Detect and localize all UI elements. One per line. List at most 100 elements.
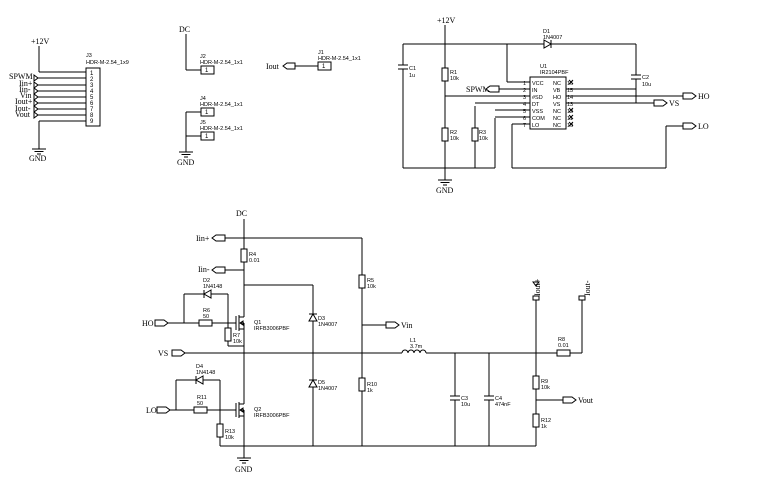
u1-pin-5-num: 5 <box>523 109 526 115</box>
r4-value: 0.01 <box>249 258 260 264</box>
j3-net-iout-p: Iout+ <box>15 97 33 106</box>
d1-value: 1N4007 <box>543 35 562 41</box>
gnd-symbol-power <box>237 457 251 464</box>
resistor-r2: R2 10k <box>441 127 459 142</box>
j1-value: HDR-M-2.54_1x1 <box>318 56 361 62</box>
j5-ref: J5 <box>200 120 206 126</box>
d3-ref: D3 <box>318 316 325 322</box>
j3-pin-6: 6 <box>90 101 94 107</box>
c4-ref: C4 <box>495 396 502 402</box>
d5-ref: D5 <box>318 380 325 386</box>
u1-pin-14-name: HO <box>553 95 562 101</box>
d1-ref: D1 <box>543 29 550 35</box>
j2-value: HDR-M-2.54_1x1 <box>200 60 243 66</box>
u1-pins: 1 VCC 2 IN 3 #SD 4 DT 5 VSS 6 COM 7 LO N… <box>523 81 573 129</box>
driver-net-ho: HO <box>698 92 710 101</box>
r4-ref: R4 <box>249 252 256 258</box>
j3-pin-8: 8 <box>90 113 94 119</box>
j2-ref: J2 <box>200 54 206 60</box>
j3-pin-9: 9 <box>90 119 94 125</box>
u1-part: IR2104PBF <box>540 70 569 76</box>
u1-pin-15-num: 15 <box>567 88 573 94</box>
d4-ref: D4 <box>196 364 203 370</box>
u1-pin-14-num: 14 <box>567 95 573 101</box>
resistor-r3: R3 10k <box>471 127 488 142</box>
resistor-r1: R1 10k <box>441 67 459 82</box>
r7-value: 10k <box>233 339 242 345</box>
u1-pin-16-name: NC <box>553 81 561 87</box>
d3-value: 1N4007 <box>318 322 337 328</box>
resistor-r5: R5 10k <box>358 274 376 290</box>
net-label-p12-j3: +12V <box>31 37 50 46</box>
capacitor-c1: C1 1u <box>398 64 416 79</box>
u1-pin-6-name: COM <box>532 116 545 122</box>
power-net-vin: Vin <box>401 321 413 330</box>
connector-j4-j5: J4 HDR-M-2.54_1x1 1 J5 HDR-M-2.54_1x1 1 … <box>177 96 243 167</box>
u1-pin-10-name: NC <box>553 123 561 129</box>
u1-pin-10-num: 10 <box>567 123 573 129</box>
resistor-r4: R4 0.01 <box>240 248 260 264</box>
u1-pin-6-num: 6 <box>523 116 526 122</box>
r9-ref: R9 <box>541 379 548 385</box>
connector-j2: DC J2 HDR-M-2.54_1x1 1 <box>179 25 243 75</box>
j5-pin: 1 <box>205 134 209 140</box>
j2-pin: 1 <box>205 68 209 74</box>
gnd-symbol-driver <box>438 179 452 186</box>
q2-value: IRFB3006PBF <box>254 413 290 419</box>
driver-circuit: +12V D1 1N4007 C1 1u R1 10k R2 <box>398 16 710 195</box>
u1-pin-5-name: VSS <box>532 109 543 115</box>
mosfet-q2: Q2 IRFB3006PBF <box>235 400 290 419</box>
d2-value: 1N4148 <box>203 284 222 290</box>
diode-d1: D1 1N4007 <box>543 29 562 49</box>
resistor-r9: R9 10k <box>532 375 550 391</box>
j5-value: HDR-M-2.54_1x1 <box>200 126 243 132</box>
u1-pin-15-name: VB <box>553 88 561 94</box>
j3-pin-5: 5 <box>90 95 94 101</box>
r1-ref: R1 <box>450 70 457 76</box>
power-net-vout: Vout <box>578 396 594 405</box>
power-net-iin-p: Iin+ <box>196 234 210 243</box>
diode-d4: D4 1N4148 <box>194 364 215 385</box>
r9-value: 10k <box>541 385 550 391</box>
c4-value: 474nF <box>495 402 511 408</box>
r10-ref: R10 <box>367 382 377 388</box>
l1-ref: L1 <box>410 338 416 344</box>
j4-value: HDR-M-2.54_1x1 <box>200 102 243 108</box>
connector-j3: +12V J3 HDR-M-2.54_1x9 1 2 3 4 5 6 7 8 9… <box>9 37 129 163</box>
c2-ref: C2 <box>642 75 649 81</box>
u1-pin-13-num: 13 <box>567 102 573 108</box>
gnd-label-driver: GND <box>436 186 454 195</box>
r13-value: 10k <box>225 435 234 441</box>
q1-ref: Q1 <box>254 320 261 326</box>
r2-value: 10k <box>450 136 459 142</box>
c2-value: 10u <box>642 82 651 88</box>
r6-value: 50 <box>203 314 209 320</box>
u1-pin-4-name: DT <box>532 102 540 108</box>
mosfet-q1: Q1 IRFB3006PBF <box>235 314 290 332</box>
j4-ref: J4 <box>200 96 206 102</box>
r2-ref: R2 <box>450 130 457 136</box>
d5-value: 1N4007 <box>318 386 337 392</box>
l1-value: 3.7m <box>410 344 423 350</box>
j3-net-vin: Vin <box>20 91 32 100</box>
power-net-iout-m: Iout- <box>583 280 592 296</box>
r11-ref: R11 <box>197 395 207 401</box>
u1-pin-12-num: 12 <box>567 109 573 115</box>
net-label-p12-driver: +12V <box>437 16 456 25</box>
j4-pin: 1 <box>205 110 209 116</box>
u1-pin-12-name: NC <box>553 109 561 115</box>
c1-value: 1u <box>409 73 415 79</box>
r3-ref: R3 <box>479 130 486 136</box>
driver-net-spwm: SPWM <box>466 85 490 94</box>
u1-pin-7-num: 7 <box>523 123 526 129</box>
q1-value: IRFB3006PBF <box>254 326 290 332</box>
u1-pin-7-name: LO <box>532 123 540 129</box>
r8-value: 0.01 <box>558 343 569 349</box>
j3-pin-7: 7 <box>90 107 94 113</box>
j3-ref: J3 <box>86 53 92 59</box>
power-net-lo: LO <box>146 406 157 415</box>
j1-ref: J1 <box>318 50 324 56</box>
u1-pin-2-num: 2 <box>523 88 526 94</box>
u1-pin-1-num: 1 <box>523 81 526 87</box>
